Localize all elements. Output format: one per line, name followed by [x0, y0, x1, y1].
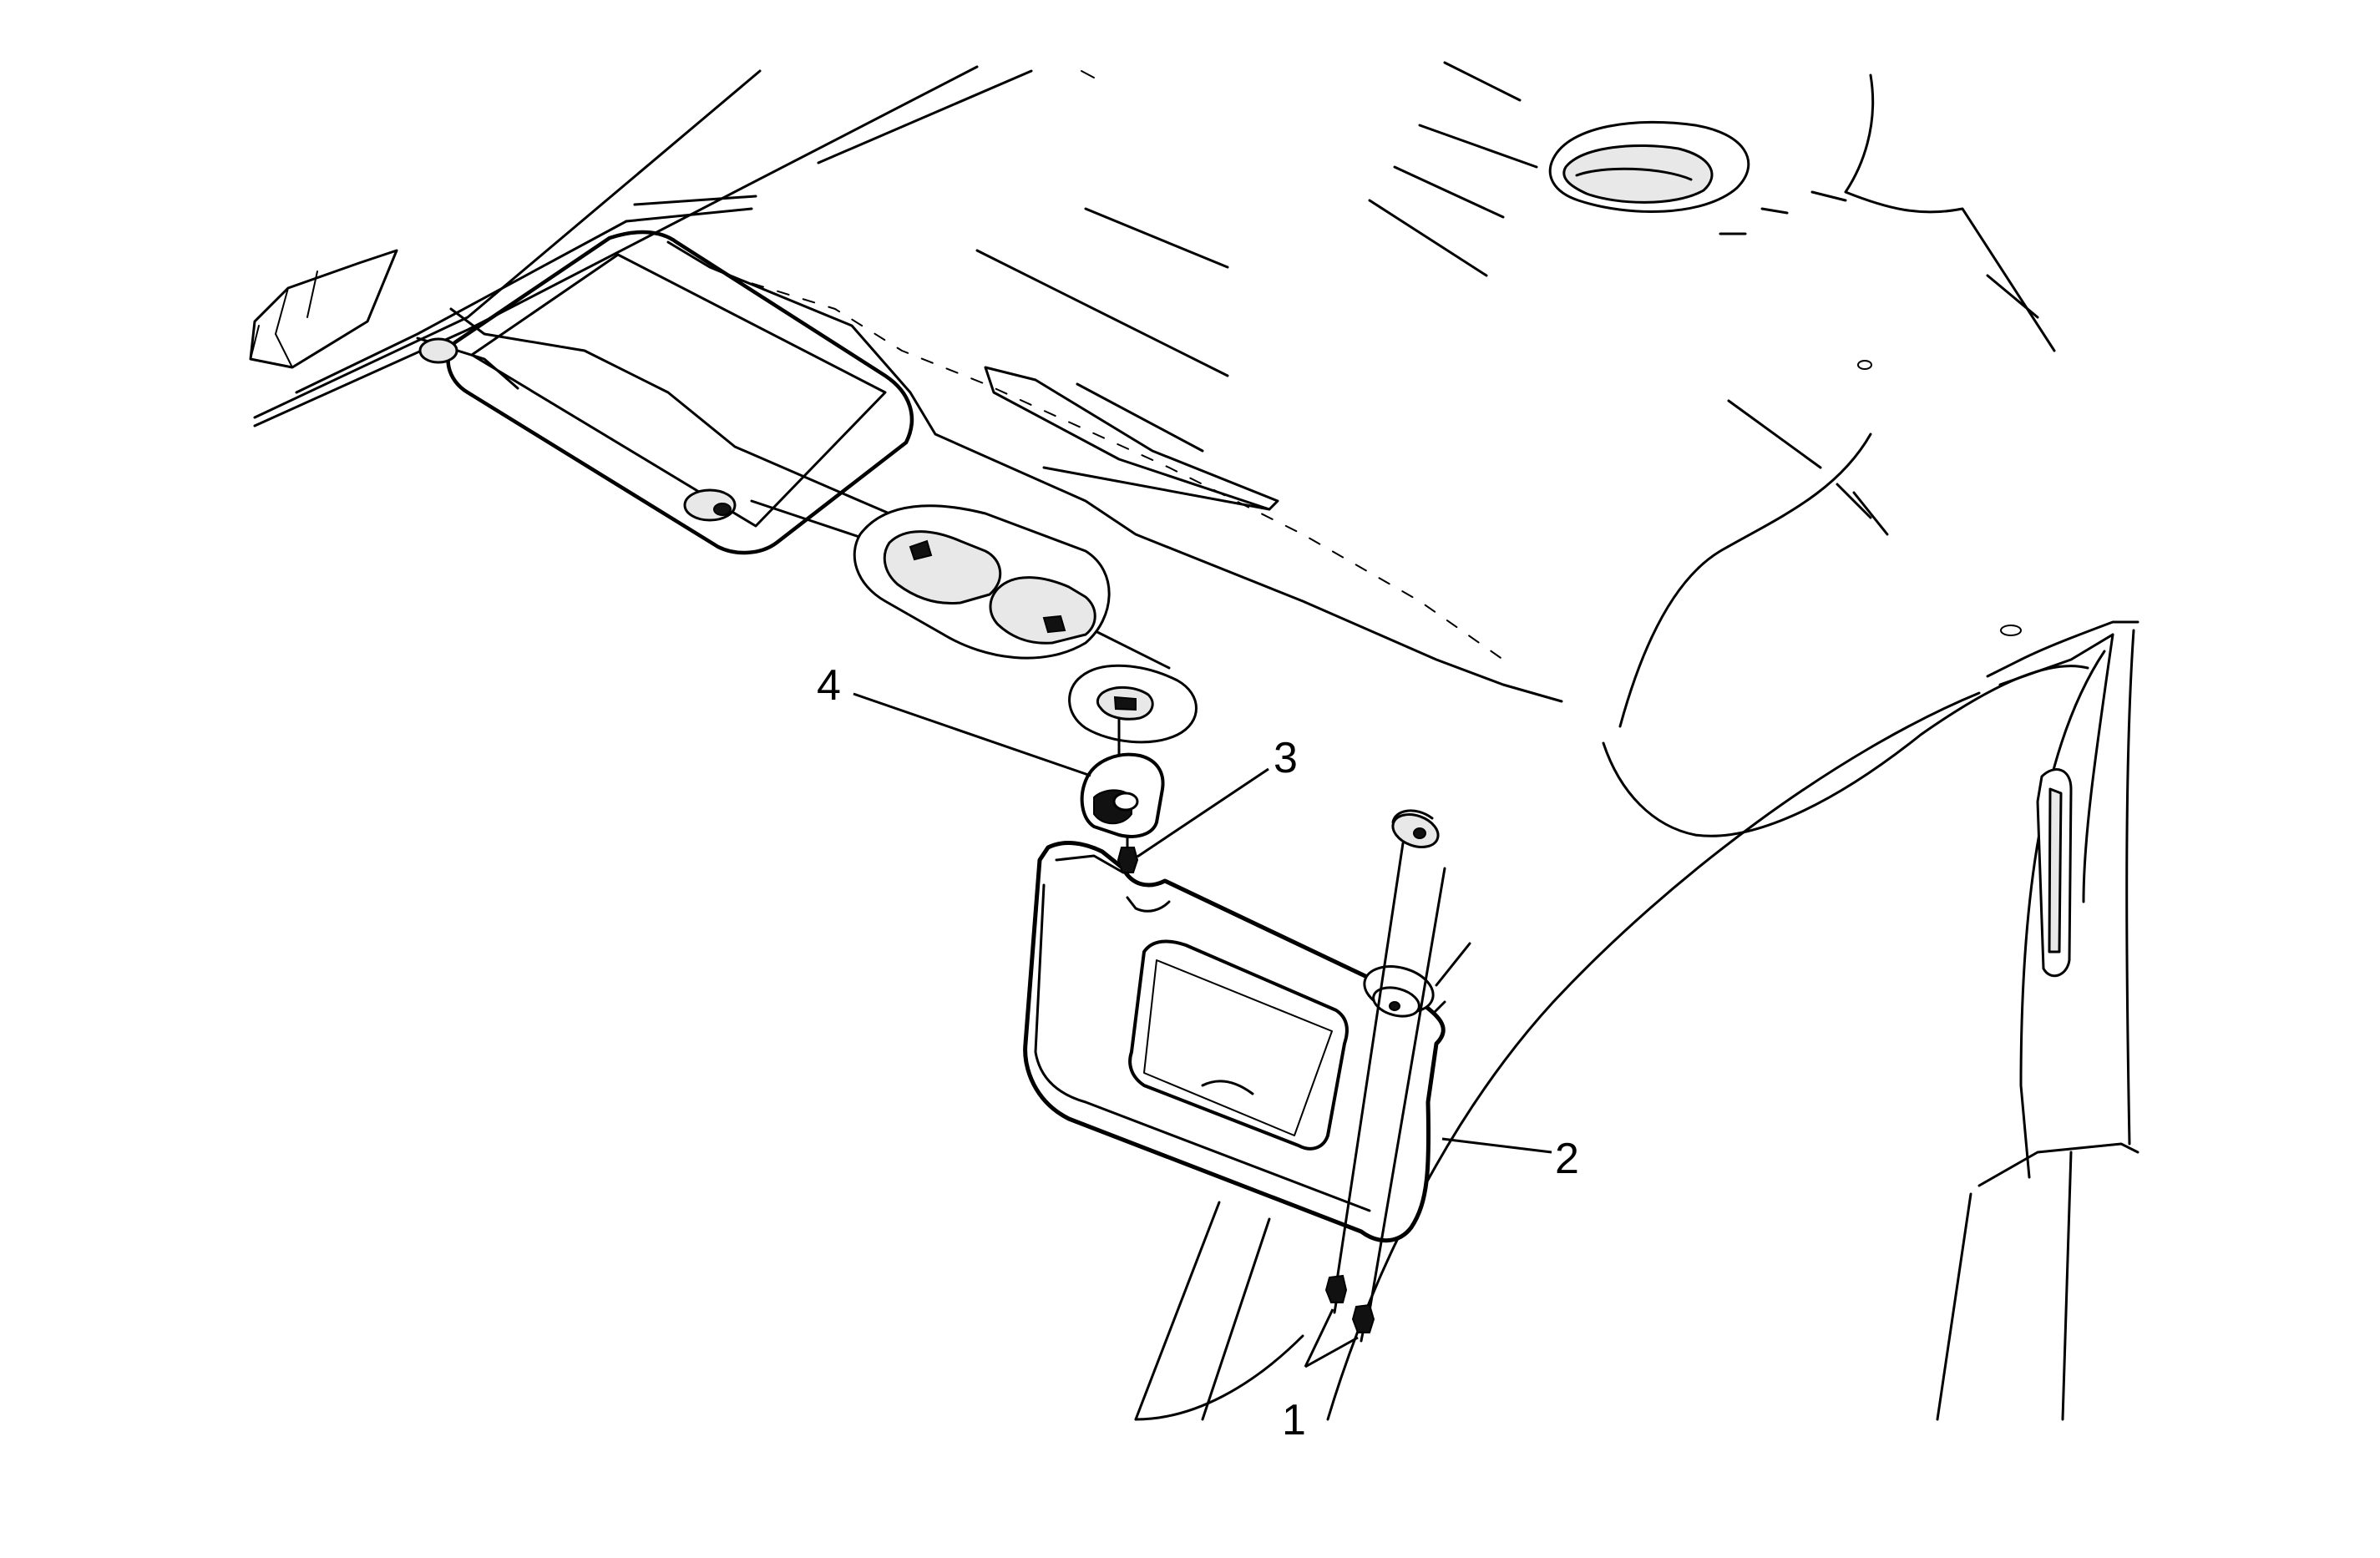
callout-3: 3 [1274, 734, 1298, 782]
leader-lines [853, 692, 1552, 1368]
visor-clip [1080, 752, 1165, 838]
screw-1b [1351, 1303, 1375, 1343]
leader-2 [1441, 1137, 1552, 1154]
visor-clip-recess [1068, 664, 1198, 757]
leader-4 [853, 692, 1091, 777]
leader-3 [1137, 767, 1269, 858]
leader-1a [1304, 1308, 1334, 1368]
sun-visor [1023, 841, 1446, 1243]
leader-1b [1304, 1336, 1359, 1368]
callout-2: 2 [1555, 1135, 1579, 1183]
callout-1: 1 [1282, 1396, 1306, 1444]
screw-1a [1324, 1274, 1348, 1314]
callout-4: 4 [817, 661, 841, 710]
screw-3 [1117, 835, 1139, 873]
headliner [249, 61, 2089, 837]
callout-labels: 1 2 3 4 [817, 661, 1579, 1444]
visor-mounting-rod [1334, 809, 1446, 1313]
right-pillar [1326, 620, 2139, 1421]
